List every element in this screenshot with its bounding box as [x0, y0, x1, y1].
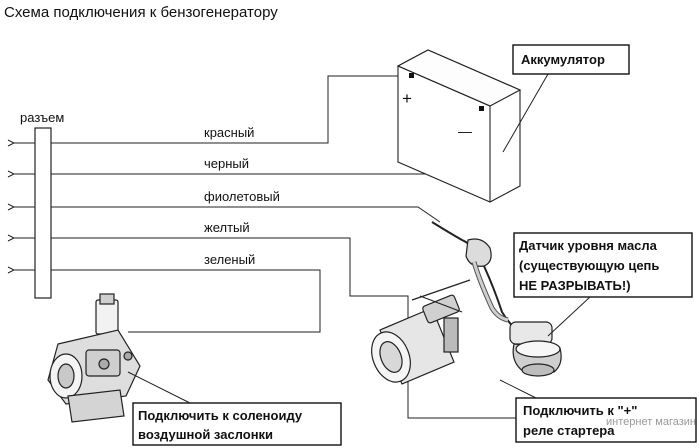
battery-minus-terminal — [479, 106, 484, 111]
battery-leader-line — [502, 73, 549, 153]
oil-sensor-leader-line — [547, 296, 591, 337]
wire-label-yellow: желтый — [204, 220, 250, 235]
oil-sensor-label-box: Датчик уровня масла (существующую цепь Н… — [513, 232, 693, 298]
watermark-text: интернет магазин — [606, 416, 696, 428]
solenoid-label-line1: Подключить к соленоиду — [138, 408, 303, 423]
battery-label: Аккумулятор — [521, 52, 605, 67]
wire-yellow — [51, 237, 516, 419]
starter-leader-line — [499, 379, 537, 399]
battery — [396, 49, 522, 203]
solenoid-leader-line — [127, 371, 191, 404]
connector-pins — [7, 139, 35, 274]
wire-label-violet: фиолетовый — [204, 189, 280, 204]
wire-label-red: красный — [204, 125, 254, 140]
starter-relay-label-line2: реле стартера — [523, 423, 615, 438]
wire-label-green: зеленый — [204, 252, 255, 267]
wire-green — [51, 269, 321, 333]
battery-plus-terminal — [409, 73, 414, 78]
oil-sensor-label-line2: (существующую цепь — [519, 258, 659, 273]
carburetor — [47, 293, 141, 423]
wire-red — [51, 75, 412, 144]
solenoid-label-line2: воздушной заслонки — [138, 427, 273, 442]
battery-plus-sign: + — [402, 89, 412, 108]
wire-label-black: черный — [204, 156, 249, 171]
diagram-title: Схема подключения к бензогенератору — [4, 4, 278, 21]
battery-label-box: Аккумулятор — [512, 44, 630, 75]
starter-relay-label-box: Подключить к "+" реле стартера — [515, 397, 697, 443]
connector-label: разъем — [20, 110, 64, 125]
battery-minus-sign: — — [458, 123, 472, 139]
oil-level-sensor — [431, 221, 562, 377]
oil-sensor-label-line1: Датчик уровня масла — [519, 238, 658, 253]
starter-motor — [371, 279, 471, 385]
starter-relay-label-line1: Подключить к "+" — [523, 403, 637, 418]
oil-sensor-label-line3: НЕ РАЗРЫВАТЬ!) — [519, 278, 631, 293]
solenoid-label-box: Подключить к соленоиду воздушной заслонк… — [132, 402, 342, 446]
connector: разъем — [7, 110, 64, 299]
wire-violet — [51, 206, 441, 223]
